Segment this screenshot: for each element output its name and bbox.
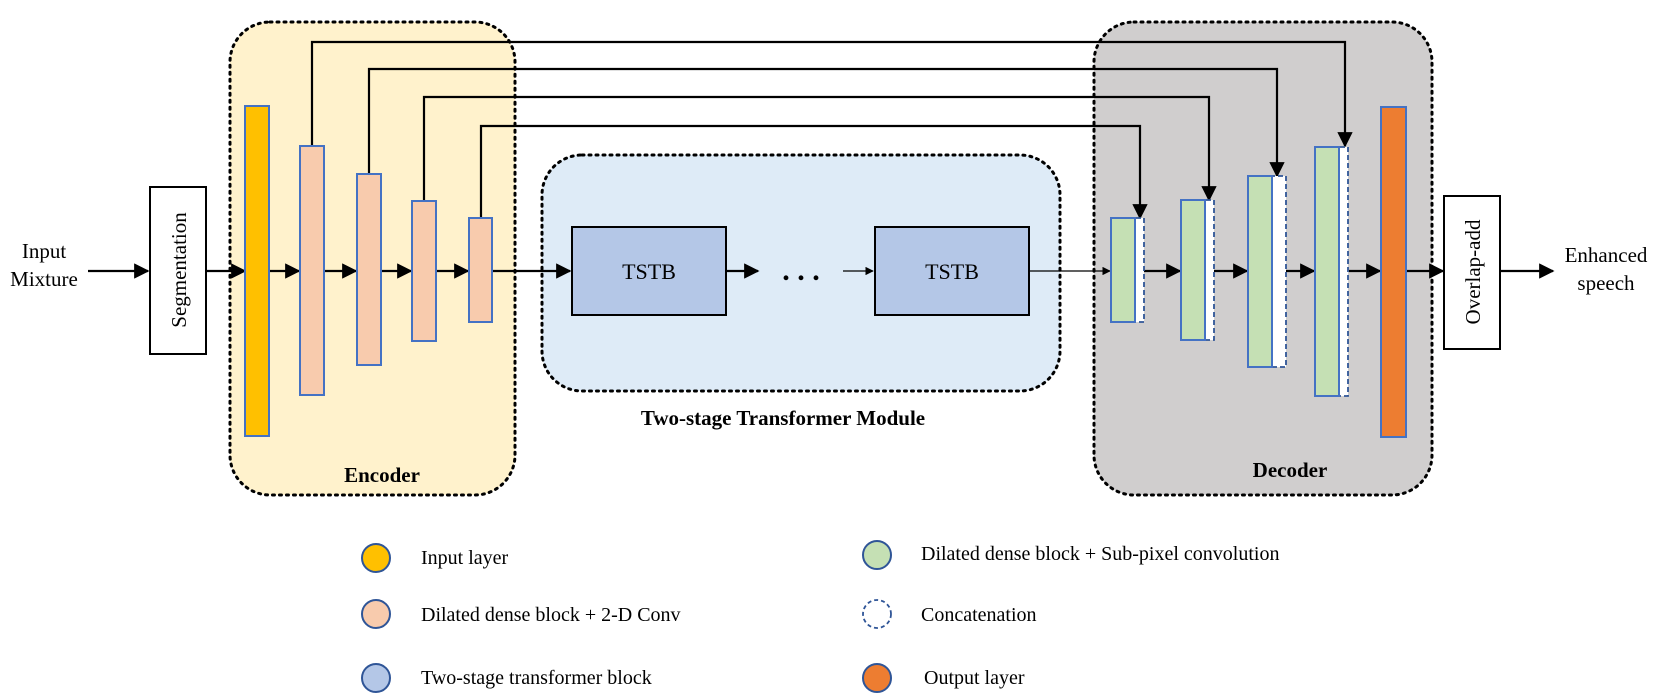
legend-input-layer-label: Input layer	[421, 547, 509, 569]
legend: Input layer Dilated dense block + 2-D Co…	[361, 540, 1279, 693]
legend-item: Input layer	[361, 543, 509, 573]
encoder-label: Encoder	[344, 463, 420, 487]
output-label-line1: Enhanced	[1565, 243, 1648, 267]
tstb-label-2: TSTB	[925, 259, 979, 284]
ellipsis: . . .	[782, 254, 820, 287]
encoder-block-3	[411, 200, 437, 342]
legend-concatenation-label: Concatenation	[921, 604, 1037, 626]
encoder-block-4	[468, 217, 493, 323]
transformer-module-label: Two-stage Transformer Module	[641, 406, 925, 430]
legend-output-layer-swatch	[862, 663, 892, 693]
skip-connection-2	[367, 67, 1285, 178]
legend-item: Output layer	[862, 663, 1025, 693]
legend-item: Concatenation	[862, 599, 1037, 629]
decoder-label: Decoder	[1253, 458, 1328, 482]
overlap-add-label: Overlap-add	[1461, 219, 1485, 324]
decoder-block-3	[1247, 175, 1273, 368]
legend-concatenation-swatch	[862, 599, 892, 629]
legend-input-layer-swatch	[361, 543, 391, 573]
legend-encoder-block-swatch	[361, 599, 391, 629]
segmentation-box	[149, 186, 207, 355]
overlap-add-box	[1443, 195, 1501, 350]
skip-connections	[310, 40, 1353, 220]
legend-decoder-block-label: Dilated dense block + Sub-pixel convolut…	[921, 543, 1279, 565]
segmentation-label: Segmentation	[167, 212, 191, 328]
encoder-block-2	[356, 173, 382, 366]
input-label-line1: Input	[22, 239, 66, 263]
tstb-block-1	[571, 226, 727, 316]
skip-connection-4	[479, 124, 1148, 220]
input-layer-block	[244, 105, 270, 437]
legend-decoder-block-swatch	[862, 540, 892, 570]
decoder-block-4	[1314, 146, 1340, 397]
legend-transformer-block-label: Two-stage transformer block	[421, 667, 652, 689]
skip-connection-3	[422, 95, 1217, 202]
legend-item: Dilated dense block + 2-D Conv	[361, 599, 681, 629]
encoder-block-1	[299, 145, 325, 396]
legend-output-layer-label: Output layer	[924, 667, 1025, 689]
input-label-line2: Mixture	[10, 267, 78, 291]
output-label-line2: speech	[1577, 271, 1635, 295]
transformer-module-group	[540, 153, 1062, 393]
decoder-block-2	[1180, 199, 1206, 341]
legend-transformer-block-swatch	[361, 663, 391, 693]
skip-connection-1	[310, 40, 1353, 148]
legend-item: Dilated dense block + Sub-pixel convolut…	[862, 540, 1279, 570]
decoder-block-1	[1110, 217, 1136, 323]
output-layer-block	[1380, 106, 1407, 438]
tstb-block-2	[874, 226, 1030, 316]
legend-encoder-block-label: Dilated dense block + 2-D Conv	[421, 604, 681, 626]
tstb-label-1: TSTB	[622, 259, 676, 284]
legend-item: Two-stage transformer block	[361, 663, 652, 693]
